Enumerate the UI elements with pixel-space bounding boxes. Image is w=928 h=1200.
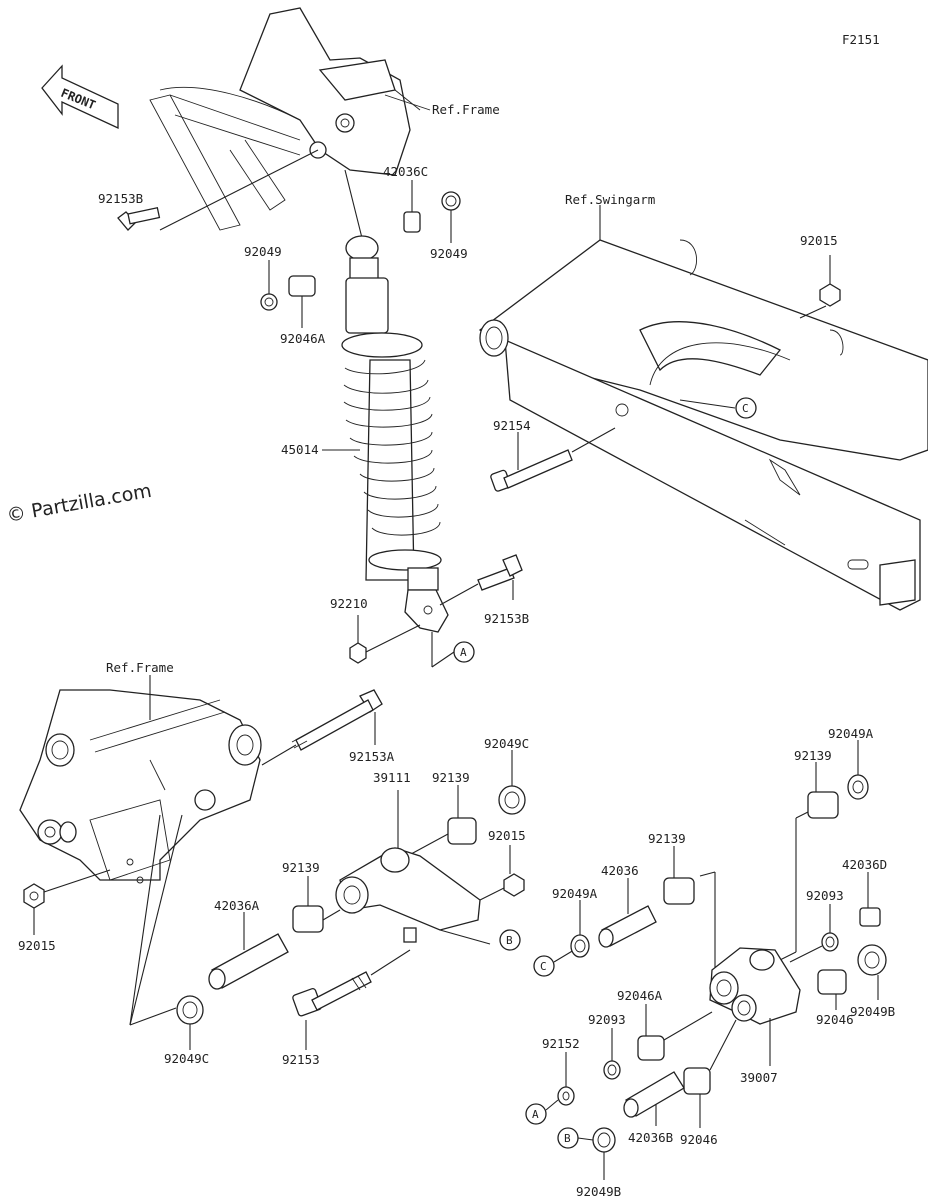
seal-92049c-top [498, 750, 526, 815]
swingarm-drawing [478, 205, 928, 611]
label-92015-swingarm: 92015 [800, 233, 838, 248]
callout-b-top: B [499, 929, 521, 951]
collar-92139-c [663, 846, 716, 970]
label-92153b-lower: 92153B [484, 611, 529, 626]
seal-92049c-lower [176, 995, 204, 1050]
bearing-92046a-lower [637, 1004, 713, 1061]
collar-42036d [859, 872, 881, 927]
label-92049-right: 92049 [430, 246, 468, 261]
label-92049-left: 92049 [244, 244, 282, 259]
rod-39111 [335, 790, 491, 945]
nut-92210 [349, 615, 421, 664]
copyright-text: © Partzilla.com [5, 480, 153, 527]
collar-92139-a [399, 785, 477, 861]
label-92049b-lower: 92049B [576, 1184, 621, 1199]
label-ref-swingarm: Ref.Swingarm [565, 192, 655, 207]
callout-c-lower: C [533, 949, 575, 977]
label-92046a-top: 92046A [280, 331, 326, 346]
callout-a-top-letter: A [460, 646, 467, 659]
label-39111: 39111 [373, 770, 411, 785]
seal-92049b-lower [592, 1127, 616, 1180]
seal-92049a-top [847, 740, 869, 800]
frame-top-drawing [149, 7, 431, 231]
label-42036c: 42036C [383, 164, 428, 179]
label-92046-lower: 92046 [680, 1132, 718, 1147]
label-92015-frame: 92015 [18, 938, 56, 953]
label-ref-frame-top: Ref.Frame [432, 102, 500, 117]
seal-92049-right [441, 191, 461, 243]
label-92049c-lower: 92049C [164, 1051, 209, 1066]
diagram-code: F2151 [842, 32, 880, 47]
sleeve-42036b [623, 1071, 685, 1126]
nut-92015-frame [23, 869, 111, 935]
label-92153: 92153 [282, 1052, 320, 1067]
leader-lines-frame [129, 814, 183, 1026]
nut-92015-linkage [479, 845, 525, 901]
seal-92049a-lower [570, 900, 590, 958]
label-92153b-top: 92153B [98, 191, 143, 206]
nut-92015-swingarm [799, 255, 841, 319]
frame-lower-drawing [19, 675, 262, 884]
shock-absorber-45014 [322, 169, 449, 633]
front-arrow-icon: FRONT [41, 64, 119, 130]
callout-a-top: A [431, 632, 475, 668]
label-42036: 42036 [601, 863, 639, 878]
label-39007: 39007 [740, 1070, 778, 1085]
label-92210: 92210 [330, 596, 368, 611]
bolt-92153b-top [117, 149, 319, 231]
bolt-92153 [292, 949, 411, 1050]
label-92139-a: 92139 [432, 770, 470, 785]
sleeve-42036a [208, 912, 289, 990]
label-45014: 45014 [281, 442, 319, 457]
callout-c-top: C [679, 397, 757, 419]
label-92154: 92154 [493, 418, 531, 433]
label-42036b: 42036B [628, 1130, 673, 1145]
callout-b-lower: B [557, 1127, 594, 1149]
label-92049a-top: 92049A [828, 726, 874, 741]
callout-b-lower-letter: B [564, 1132, 571, 1145]
label-42036a: 42036A [214, 898, 260, 913]
label-92049b-right: 92049B [850, 1004, 895, 1019]
bolt-92154 [490, 427, 616, 492]
label-92153a: 92153A [349, 749, 395, 764]
label-92015-linkage: 92015 [488, 828, 526, 843]
bearing-92046-lower [683, 1019, 737, 1128]
label-ref-frame-lower: Ref.Frame [106, 660, 174, 675]
seal-92093-right [789, 904, 839, 963]
label-42036d: 42036D [842, 857, 887, 872]
collar-92139-b [292, 876, 341, 933]
bearing-92046a-top [288, 275, 316, 328]
bolt-92153b-lower [439, 554, 523, 606]
bolt-92153a [261, 689, 383, 766]
label-92139-c: 92139 [648, 831, 686, 846]
label-92139-d: 92139 [794, 748, 832, 763]
collar-92139-d [779, 762, 839, 961]
seal-92049-left [260, 260, 278, 311]
callout-a-lower-letter: A [532, 1108, 539, 1121]
label-92046-right: 92046 [816, 1012, 854, 1027]
label-92139-b: 92139 [282, 860, 320, 875]
callout-c-top-letter: C [742, 402, 749, 415]
bearing-92046-right [817, 969, 847, 1010]
label-92049c-top: 92049C [484, 736, 529, 751]
callout-c-lower-letter: C [540, 960, 547, 973]
callout-a-lower: A [525, 1099, 559, 1125]
label-92093-lower: 92093 [588, 1012, 626, 1027]
label-92093-right: 92093 [806, 888, 844, 903]
label-92152: 92152 [542, 1036, 580, 1051]
rocker-arm-39007 [709, 947, 801, 1066]
label-92049a-lower: 92049A [552, 886, 598, 901]
seal-92049b-right [857, 944, 887, 1000]
seal-92152 [557, 1052, 575, 1106]
callout-b-top-letter: B [506, 934, 513, 947]
label-92046a-lower: 92046A [617, 988, 663, 1003]
collar-42036c [403, 180, 421, 233]
seal-92093-lower [603, 1028, 621, 1080]
sleeve-42036 [598, 878, 657, 948]
